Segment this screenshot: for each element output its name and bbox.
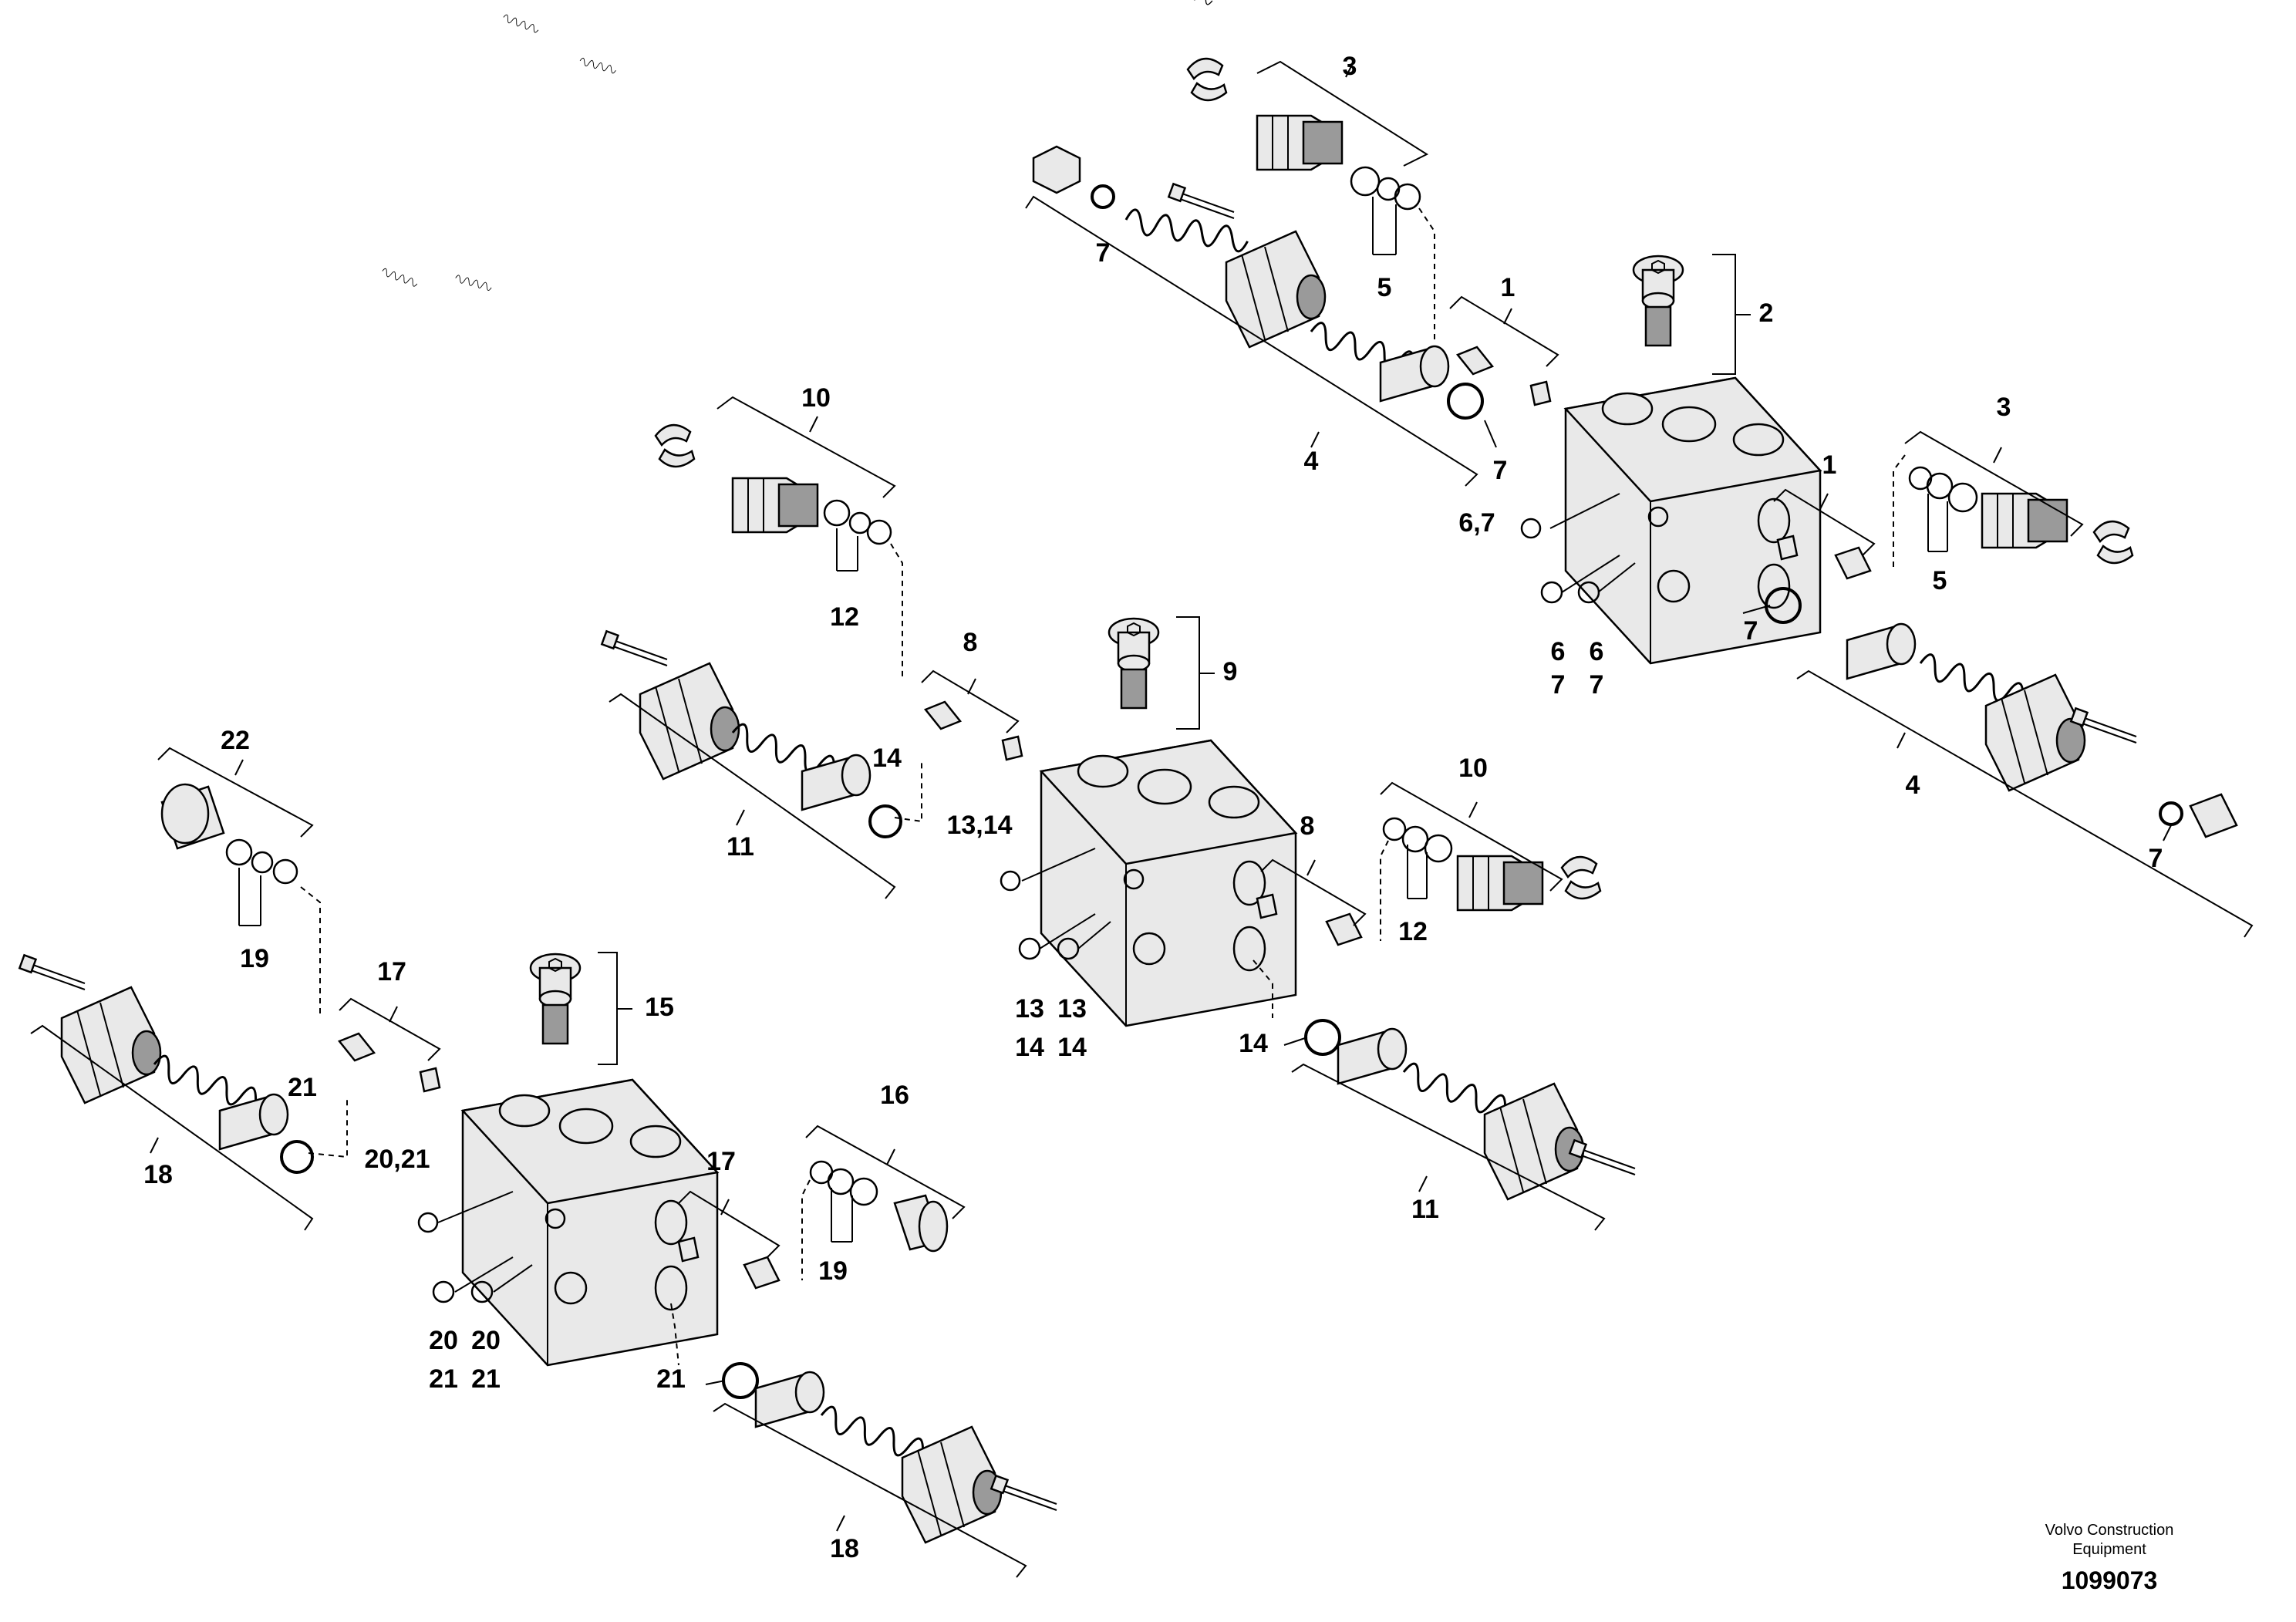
callout-14: 14 (872, 744, 902, 773)
callout-13-14: 13,14 (946, 811, 1012, 840)
callout-2: 2 (1759, 298, 1774, 328)
callout-7: 7 (1744, 616, 1758, 646)
callout-6: 6 (1590, 637, 1604, 666)
callout-18: 18 (143, 1160, 173, 1189)
callout-17: 17 (706, 1147, 736, 1176)
callout-11: 11 (727, 832, 754, 862)
callout-7: 7 (1096, 238, 1111, 268)
callout-15: 15 (645, 993, 674, 1022)
callout-14: 14 (1057, 1033, 1087, 1062)
callout-21: 21 (656, 1364, 686, 1394)
callout-10: 10 (801, 383, 831, 413)
callout-6: 6 (1551, 637, 1566, 666)
callout-6-7: 6,7 (1458, 508, 1495, 538)
callout-18: 18 (830, 1534, 859, 1563)
callout-21: 21 (288, 1073, 317, 1102)
valve-section-body (1564, 376, 1822, 665)
callout-8: 8 (1300, 811, 1315, 841)
callout-19: 19 (818, 1256, 848, 1286)
callout-7: 7 (1551, 670, 1566, 700)
assembly-bottom-left (19, 267, 1058, 1578)
callout-21: 21 (471, 1364, 501, 1394)
callout-12: 12 (1398, 917, 1428, 946)
callout-5: 5 (1933, 566, 1947, 595)
callout-3: 3 (1997, 393, 2011, 422)
valve-section-body-bottom (461, 1078, 719, 1367)
callout-labels: 3 7 5 1 2 4 7 6,7 1 3 5 7 6 7 6 7 4 7 10… (143, 52, 2163, 1563)
callout-7: 7 (1493, 456, 1508, 485)
assembly-middle (501, 13, 1637, 1231)
callout-4: 4 (1304, 447, 1319, 476)
clip-part (1186, 57, 1228, 102)
callout-1: 1 (1501, 273, 1515, 302)
plug-part (1632, 255, 1684, 347)
callout-11: 11 (1411, 1195, 1439, 1224)
brand-line-2: Equipment (2072, 1541, 2146, 1558)
callout-12: 12 (830, 602, 859, 632)
callout-7: 7 (2149, 844, 2163, 873)
callout-13: 13 (1015, 994, 1044, 1023)
callout-13: 13 (1057, 994, 1087, 1023)
callout-3: 3 (1343, 52, 1357, 81)
valve-section-body-middle (1040, 739, 1297, 1027)
callout-20-21: 20,21 (364, 1145, 430, 1174)
cartridge-part (1256, 114, 1344, 171)
assembly-top-right (1025, 0, 2254, 938)
callout-20: 20 (471, 1326, 501, 1355)
callout-8: 8 (963, 628, 978, 657)
cartridge-part-right (1981, 492, 2068, 549)
callout-1: 1 (1822, 450, 1837, 480)
callout-16: 16 (880, 1081, 909, 1110)
callout-5: 5 (1377, 273, 1392, 302)
callout-22: 22 (221, 726, 250, 755)
callout-9: 9 (1223, 657, 1238, 686)
callout-10: 10 (1458, 754, 1488, 783)
callout-21: 21 (429, 1364, 458, 1394)
callout-14: 14 (1239, 1029, 1268, 1058)
callout-17: 17 (377, 957, 406, 986)
callout-19: 19 (240, 944, 269, 973)
callout-7: 7 (1590, 670, 1604, 700)
callout-14: 14 (1015, 1033, 1044, 1062)
callout-20: 20 (429, 1326, 458, 1355)
footer-brand-block: Volvo Construction Equipment 1099073 (2045, 1522, 2174, 1594)
document-number: 1099073 (2062, 1566, 2158, 1594)
brand-line-1: Volvo Construction (2045, 1522, 2174, 1539)
callout-4: 4 (1906, 771, 1920, 800)
